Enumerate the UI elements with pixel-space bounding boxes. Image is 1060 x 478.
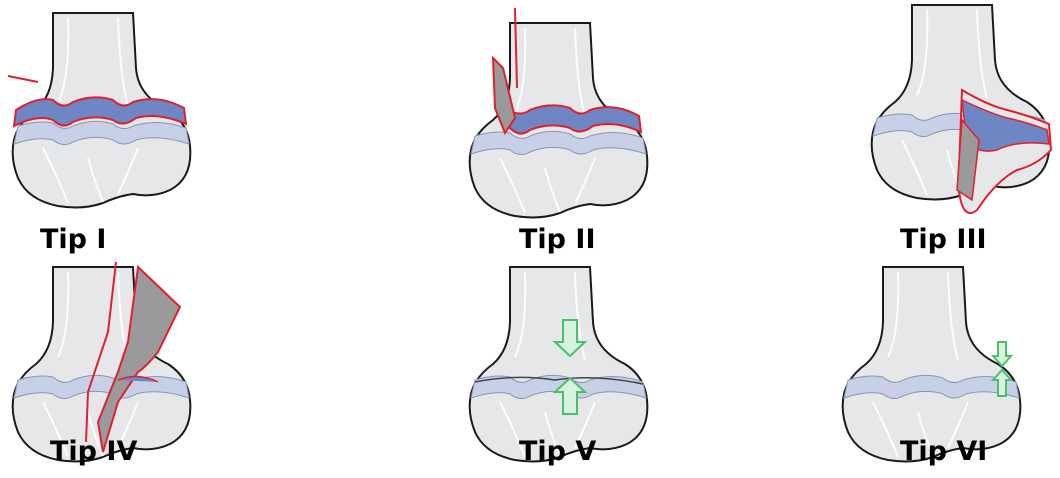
label-type-1: Tip I [40,226,106,253]
label-type-4: Tip IV [50,438,137,465]
label-type-6: Tip VI [900,438,987,465]
label-type-2: Tip II [519,226,596,253]
panel-type-3 [872,5,1051,213]
label-type-3: Tip III [900,226,987,253]
label-type-5: Tip V [519,438,596,465]
panel-type-2 [470,8,648,217]
panel-type-5 [470,267,648,461]
panel-type-1 [8,13,190,207]
panel-type-4 [13,262,191,461]
panel-type-6 [843,267,1021,461]
